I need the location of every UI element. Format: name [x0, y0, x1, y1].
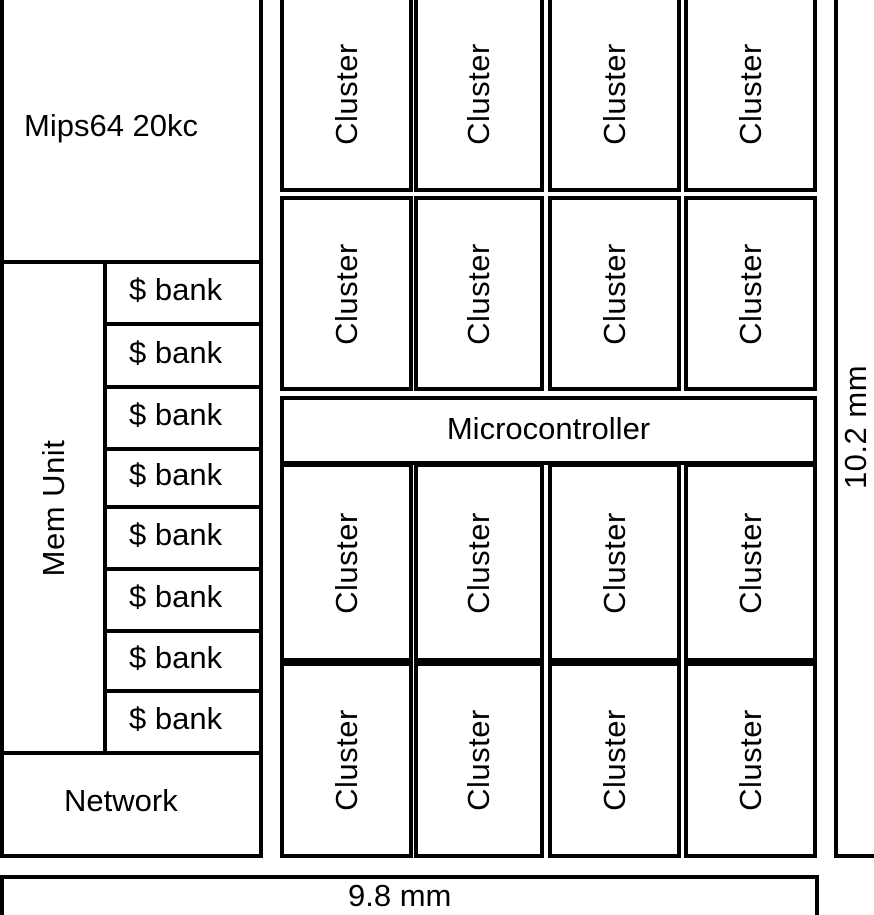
- cache-bank-3: $ bank: [103, 385, 263, 451]
- network-label: Network: [64, 782, 178, 818]
- cluster-r2-c4: Cluster: [684, 196, 817, 391]
- cluster-r1-c3: Cluster: [548, 0, 681, 192]
- cache-bank-7: $ bank: [103, 629, 263, 693]
- cache-bank-4: $ bank: [103, 447, 263, 509]
- cache-bank-1: $ bank: [103, 260, 263, 326]
- cluster-r4-c2: Cluster: [414, 662, 544, 858]
- cluster-r1-c2: Cluster: [414, 0, 544, 192]
- height-dimension-bracket: 10.2 mm: [834, 0, 874, 858]
- network-block: Network: [0, 751, 263, 858]
- cache-bank-label: $ bank: [129, 457, 223, 492]
- cluster-label: Cluster: [461, 43, 496, 145]
- cluster-r4-c3: Cluster: [548, 662, 681, 858]
- cluster-r4-c1: Cluster: [280, 662, 413, 858]
- mips64-processor-block: Mips64 20kc: [0, 0, 263, 264]
- cache-bank-label: $ bank: [129, 640, 223, 675]
- cluster-r4-c4: Cluster: [684, 662, 817, 858]
- cluster-label: Cluster: [596, 511, 632, 614]
- cluster-r3-c2: Cluster: [414, 463, 544, 662]
- cluster-label: Cluster: [732, 709, 768, 811]
- cluster-r1-c4: Cluster: [684, 0, 817, 192]
- cluster-r1-c1: Cluster: [280, 0, 413, 192]
- microcontroller-block: Microcontroller: [280, 396, 817, 465]
- mem-unit-label: Mem Unit: [35, 439, 71, 576]
- cluster-r3-c4: Cluster: [684, 463, 817, 662]
- cluster-label: Cluster: [732, 43, 768, 145]
- cluster-r3-c1: Cluster: [280, 463, 413, 662]
- cache-bank-label: $ bank: [129, 397, 223, 432]
- cluster-r2-c3: Cluster: [548, 196, 681, 391]
- cluster-r2-c2: Cluster: [414, 196, 544, 391]
- height-dimension-label: 10.2 mm: [838, 362, 874, 492]
- cache-bank-2: $ bank: [103, 322, 263, 389]
- cluster-label: Cluster: [732, 511, 768, 614]
- cluster-label: Cluster: [328, 242, 364, 345]
- cache-bank-label: $ bank: [129, 334, 223, 370]
- cluster-r3-c3: Cluster: [548, 463, 681, 662]
- microcontroller-label: Microcontroller: [446, 410, 651, 446]
- mem-unit-block: Mem Unit: [0, 260, 107, 755]
- cluster-label: Cluster: [596, 43, 632, 145]
- mips64-processor-label: Mips64 20kc: [24, 108, 199, 143]
- cache-bank-label: $ bank: [129, 517, 223, 552]
- cache-bank-6: $ bank: [103, 567, 263, 633]
- cluster-label: Cluster: [732, 242, 768, 345]
- cache-bank-label: $ bank: [129, 579, 223, 614]
- width-dimension-label: 9.8 mm: [348, 878, 452, 913]
- cluster-label: Cluster: [596, 709, 632, 811]
- cache-bank-label: $ bank: [129, 272, 223, 307]
- cluster-label: Cluster: [328, 511, 364, 614]
- cache-bank-5: $ bank: [103, 505, 263, 571]
- cluster-label: Cluster: [461, 511, 496, 614]
- cluster-label: Cluster: [461, 242, 496, 345]
- cluster-label: Cluster: [596, 242, 632, 345]
- cluster-label: Cluster: [328, 709, 364, 811]
- cache-bank-label: $ bank: [129, 701, 223, 736]
- cluster-label: Cluster: [461, 709, 496, 811]
- cluster-label: Cluster: [328, 43, 364, 145]
- cache-bank-8: $ bank: [103, 689, 263, 755]
- width-dimension-bracket: 9.8 mm: [0, 875, 819, 915]
- cluster-r2-c1: Cluster: [280, 196, 413, 391]
